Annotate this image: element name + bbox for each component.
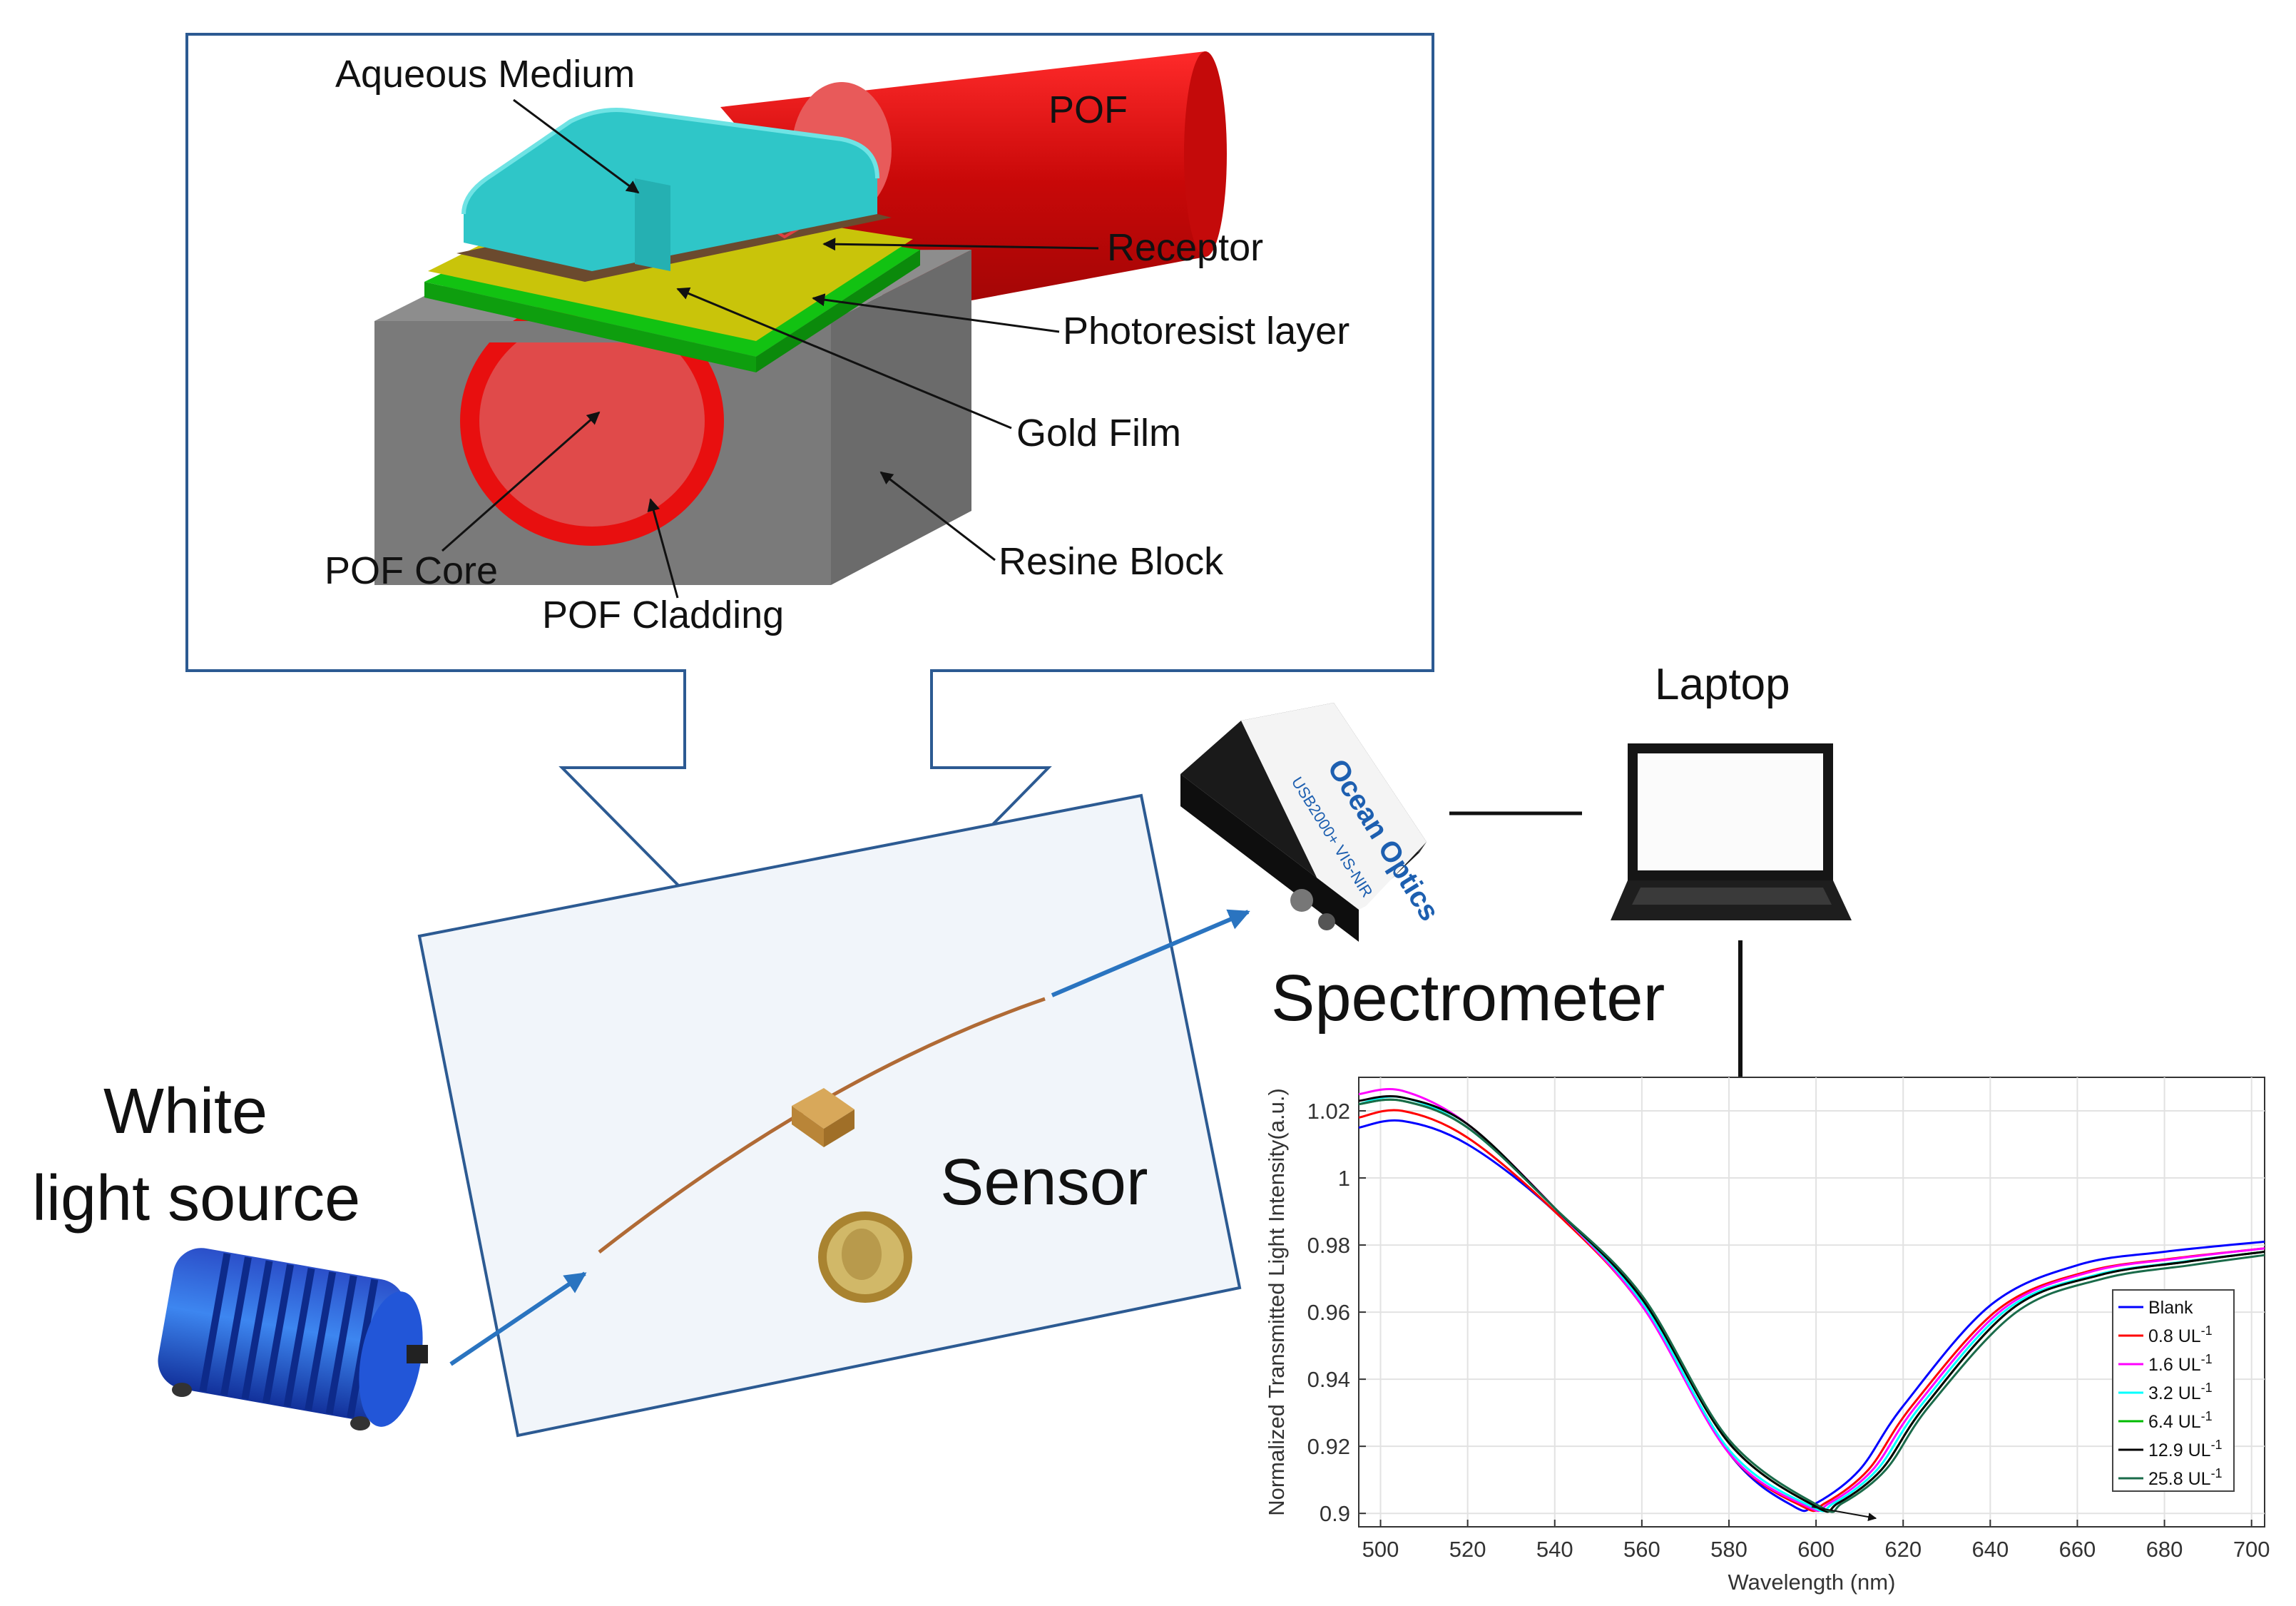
y-tick-label: 1 [1338,1166,1350,1191]
y-tick-label: 1.02 [1307,1099,1350,1124]
legend-entry: 1.6 UL-1 [2148,1352,2213,1375]
label-photoresist-layer: Photoresist layer [1063,310,1349,352]
chart-x-ticks: 500 520 540 560 580 600 620 640 660 680 700 [1362,1520,2270,1562]
chart-xlabel: Wavelength (nm) [1728,1570,1896,1595]
light-out-arrow [1051,909,1250,997]
spectrometer-label-face [1241,703,1427,920]
legend-entry: Blank [2148,1298,2193,1318]
sensor-photo: Sensor [417,793,1242,1438]
resin-block-side [831,250,971,585]
light-source-device [158,1248,428,1430]
zoom-inset: Aqueous Medium POF Receptor Photoresist … [185,33,1434,1017]
x-tick-label: 580 [1710,1537,1747,1562]
legend-entry: 3.2 UL-1 [2148,1381,2213,1403]
pof-fiber-end [1184,51,1227,257]
label-laptop: Laptop [1655,660,1790,709]
x-tick-label: 520 [1449,1537,1486,1562]
spectrometer: Ocean Optics USB2000+ VIS-NIR Spectromet… [1180,703,1665,1035]
label-pof-core: POF Core [325,549,498,592]
legend-entry-exponent: -1 [2201,1323,2213,1338]
series-line [1358,1109,2265,1513]
label-sensor: Sensor [940,1146,1148,1219]
legend-entry: 25.8 UL-1 [2148,1466,2223,1489]
x-tick-label: 540 [1536,1537,1573,1562]
chart-ylabel: Normalized Transmitted Light Intensity(a… [1264,1088,1289,1516]
y-tick-label: 0.94 [1307,1367,1350,1392]
y-tick-label: 0.92 [1307,1434,1350,1459]
legend-box [2112,1289,2235,1492]
x-tick-label: 640 [1971,1537,2009,1562]
label-resine-block: Resine Block [999,540,1224,583]
x-tick-label: 500 [1362,1537,1399,1562]
x-tick-label: 680 [2146,1537,2183,1562]
legend-entry-name: 12.9 UL [2148,1440,2211,1460]
light-in-arrow [449,1271,587,1366]
y-tick-label: 0.98 [1307,1233,1350,1258]
y-tick-label: 0.96 [1307,1300,1350,1325]
series-line [1358,1119,2265,1513]
laptop: Laptop [1611,660,1852,920]
legend-entry: 12.9 UL-1 [2148,1438,2223,1460]
legend-entry-exponent: -1 [2201,1409,2213,1423]
legend-entry-exponent: -1 [2211,1466,2223,1480]
label-pof: POF [1048,88,1128,131]
x-tick-label: 660 [2059,1537,2096,1562]
legend-entry-exponent: -1 [2201,1381,2213,1395]
white-light-source: White light source [32,1076,428,1430]
legend-entry-name: Blank [2148,1298,2193,1318]
label-white-line2: light source [32,1163,360,1234]
legend-entry-name: 1.6 UL [2148,1355,2201,1375]
legend-entry-name: 25.8 UL [2148,1469,2211,1489]
shift-arrow [1811,1506,1877,1522]
x-tick-label: 560 [1623,1537,1660,1562]
label-aqueous-medium: Aqueous Medium [335,53,635,96]
legend-entry-exponent: -1 [2201,1352,2213,1366]
legend-entry: 6.4 UL-1 [2148,1409,2213,1432]
label-spectrometer: Spectrometer [1271,962,1665,1035]
label-pointers [442,98,1099,599]
x-tick-label: 600 [1797,1537,1835,1562]
legend-entry-exponent: -1 [2211,1438,2223,1452]
label-pof-cladding: POF Cladding [542,594,784,636]
x-tick-label: 620 [1884,1537,1922,1562]
legend-entry-name: 0.8 UL [2148,1326,2201,1346]
legend-entry-name: 6.4 UL [2148,1412,2201,1432]
y-tick-label: 0.9 [1320,1501,1350,1526]
label-gold-film: Gold Film [1016,412,1181,454]
coin [818,1211,912,1303]
label-white-line1: White [103,1076,267,1147]
sensor-block [792,1088,854,1147]
x-tick-label: 700 [2233,1537,2270,1562]
legend-entry: 0.8 UL-1 [2148,1323,2213,1346]
legend-entry-name: 3.2 UL [2148,1383,2201,1403]
label-receptor: Receptor [1107,226,1263,269]
chart-y-ticks: 0.9 0.92 0.94 0.96 0.98 1 1.02 [1307,1099,1366,1526]
